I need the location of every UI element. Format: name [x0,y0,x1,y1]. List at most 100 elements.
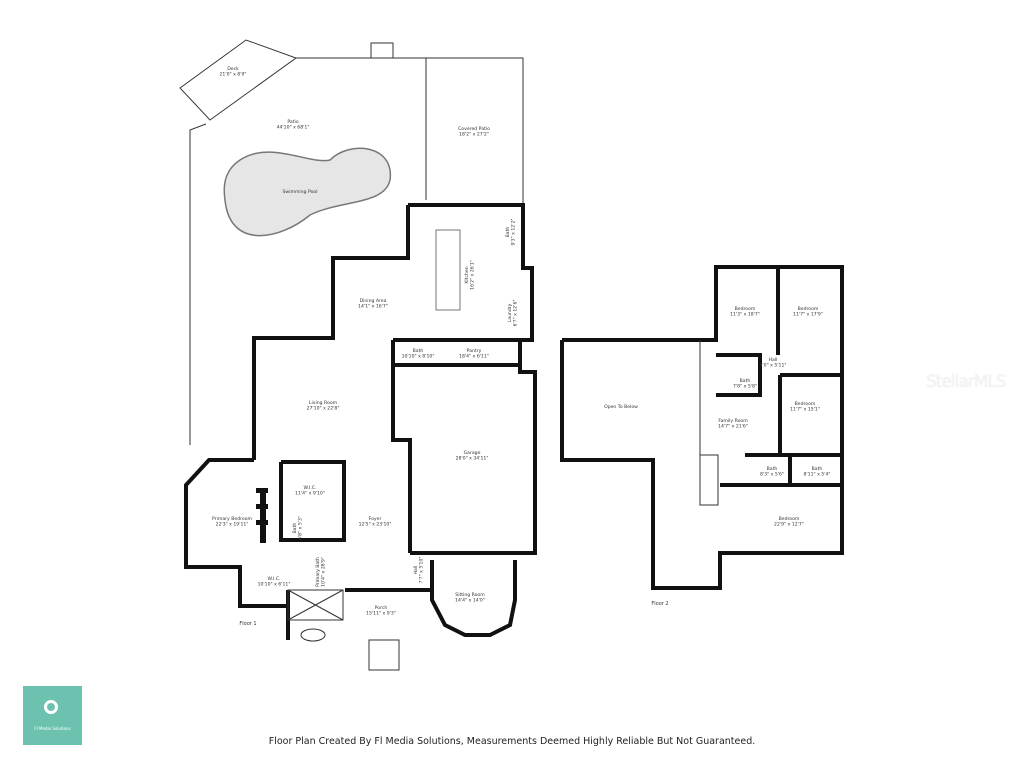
room-size: 18'4" x 6'11" [459,354,489,360]
room-name: Primary Bath [315,557,321,587]
room-size: 7'7" x 5'10" [419,556,425,583]
room-size: 6'8" x 5'3" [298,516,304,540]
room-size: 22'3" x 19'11" [216,522,249,528]
floor1-room-label: Laundry6'7" x 12'6" [507,299,519,326]
room-name: Living Room [309,400,338,406]
porch-stairs [368,639,400,671]
room-name: Bath [812,466,823,472]
floor1-room-label: W.I.C.10'10" x 6'11" [258,576,291,588]
room-size: 16'2" x 26'1" [470,260,476,290]
floor1-room-label: W.I.C.11'4" x 9'10" [295,485,325,497]
room-size: 12'5" x 23'10" [359,522,392,528]
floor1-outdoor [179,39,524,445]
room-name: Garage [464,450,481,456]
room-name: Dining Area [360,298,387,304]
room-name: Family Room [718,418,748,424]
room-size: 44'10" x 68'1" [277,125,310,131]
room-name: W.I.C. [268,576,281,582]
room-size: 8'11" x 5'4" [803,472,830,478]
room-size: 14'4" x 14'0" [455,598,485,604]
room-size: 28'0" x 34'11" [456,456,489,462]
stairs [370,42,394,59]
floor1-room-label: Primary Bath10'4" x 28'9" [315,557,327,587]
swimming-pool [223,147,391,237]
room-name: Hall [769,357,778,363]
room-size: 11'7" x 17'9" [793,312,823,318]
room-name: Laundry [507,303,513,322]
room-size: 21'0" x 8'9" [219,72,246,78]
room-size: 11'3" x 18'7" [730,312,760,318]
room-name: Bedroom [735,306,756,312]
room-size: 14'1" x 16'7" [358,304,388,310]
room-name: Bath [505,227,511,238]
room-size: 27'10" x 22'8" [307,406,340,412]
floor1-room-label: Bath9'3" x 12'2" [505,218,517,245]
room-name: Sitting Room [455,592,485,598]
room-name: Swimming Pool [283,189,318,195]
camera-aperture-icon [44,700,58,714]
room-name: Bath [413,348,424,354]
floor2-label: Floor 2 [651,601,668,607]
floor1-room-label: Kitchen16'2" x 26'1" [464,260,476,290]
room-name: Bath [740,378,751,384]
room-size: 15'11" x 9'3" [366,611,396,617]
room-size: 7'8" x 5'8" [733,384,757,390]
room-name: Primary Bedroom [212,516,253,522]
floor1-room-label: Hall7'7" x 5'10" [413,556,425,583]
room-size: 11'4" x 9'10" [295,491,325,497]
room-size: 14'7" x 21'6" [718,424,748,430]
patio-left-edge [189,123,207,445]
room-name: Porch [375,605,388,611]
floor2-stairs [699,454,719,506]
floor1-room-label: Bath6'8" x 5'3" [292,516,304,540]
room-size: 11'7" x 15'1" [790,407,820,413]
logo-text: Fl Media Solutions [34,726,71,731]
footer-disclaimer: Floor Plan Created By Fl Media Solutions… [268,736,756,747]
room-name: Bedroom [779,516,800,522]
room-size: 10'4" x 28'9" [321,557,327,587]
room-size: 6'7" x 12'6" [513,299,519,326]
tub [287,589,344,621]
room-size: 10'10" x 8'10" [402,354,435,360]
deck-outline [179,39,298,121]
room-size: 9'0" x 5'11" [759,363,786,369]
room-name: Foyer [369,516,382,522]
room-name: Bedroom [795,401,816,407]
room-name: W.I.C. [304,485,317,491]
floor1-room-label: Swimming Pool [283,189,318,195]
room-name: Patio [287,119,298,125]
room-name: Deck [227,66,239,72]
room-size: 8'3" x 5'6" [760,472,784,478]
room-size: 18'2" x 27'2" [459,132,489,138]
room-name: Hall [413,566,419,575]
room-name: Open To Below [604,404,638,410]
floor1-label: Floor 1 [239,621,256,627]
room-name: Pantry [467,348,482,354]
room-name: Covered Patio [458,126,490,132]
room-size: 9'3" x 12'2" [511,218,517,245]
floor1-walls [184,203,537,671]
fl-media-logo: Fl Media Solutions [23,686,82,745]
